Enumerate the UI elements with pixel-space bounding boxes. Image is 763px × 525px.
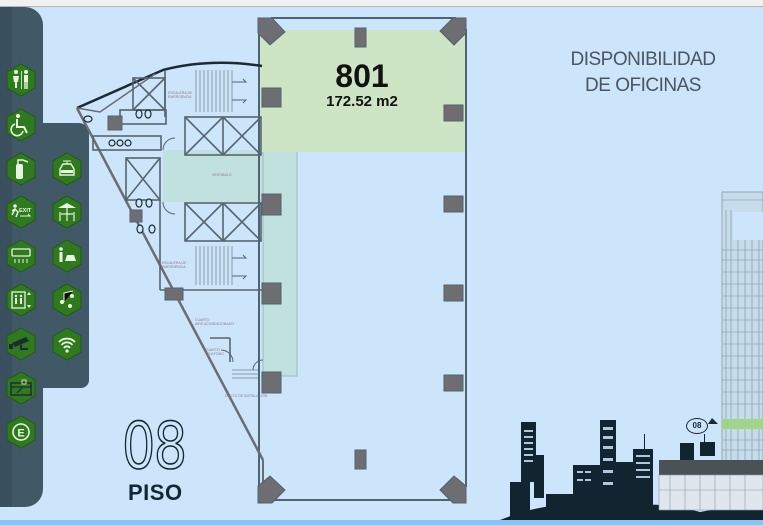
- tower-illustration: [658, 191, 763, 511]
- air-conditioning-icon[interactable]: [5, 239, 37, 273]
- fire-extinguisher-icon[interactable]: [5, 152, 37, 186]
- svg-text:VESTIBULO: VESTIBULO: [212, 173, 232, 177]
- svg-text:EMERGENCIA: EMERGENCIA: [168, 95, 192, 99]
- svg-text:CUARTO: CUARTO: [205, 348, 220, 352]
- card-access-icon[interactable]: [5, 371, 37, 405]
- svg-text:E: E: [17, 428, 24, 440]
- umbrella-table-icon[interactable]: [51, 195, 83, 229]
- valet-icon[interactable]: [51, 239, 83, 273]
- unit-number: 801: [335, 58, 389, 94]
- title-line-1: DISPONIBILIDAD: [570, 49, 716, 70]
- svg-text:ESCALERA DE: ESCALERA DE: [168, 91, 193, 95]
- unit-801-highlight: [259, 30, 465, 152]
- svg-text:DUCTO DE INSTALACION: DUCTO DE INSTALACION: [225, 394, 268, 398]
- wifi-icon[interactable]: [51, 327, 83, 361]
- music-icon[interactable]: [51, 283, 83, 317]
- floor-label: PISO: [128, 480, 183, 505]
- elevator-icon[interactable]: [5, 283, 37, 317]
- floor-availability-view: EXIT E: [0, 7, 763, 520]
- bottom-edge: [0, 520, 763, 525]
- unit-area: 172.52 m2: [326, 93, 398, 110]
- car-icon[interactable]: [51, 152, 83, 186]
- svg-text:AIRE ACONDICIONADO: AIRE ACONDICIONADO: [195, 322, 234, 326]
- svg-text:ESCALERA DE: ESCALERA DE: [162, 261, 187, 265]
- svg-text:EXIT: EXIT: [19, 208, 32, 214]
- cctv-icon[interactable]: [5, 327, 37, 361]
- svg-text:TELEFONO: TELEFONO: [205, 352, 224, 356]
- floor-08-highlight: [722, 419, 763, 429]
- top-edge: [0, 0, 763, 7]
- exit-icon[interactable]: EXIT: [5, 195, 37, 229]
- svg-text:EMERGENCIA: EMERGENCIA: [162, 265, 186, 269]
- title-line-2: DE OFICINAS: [585, 75, 701, 96]
- tower-floor-badge: 08: [686, 418, 708, 434]
- restroom-icon[interactable]: [5, 63, 37, 97]
- page-title: DISPONIBILIDAD DE OFICINAS: [548, 47, 738, 99]
- floor-number: 08: [121, 410, 187, 484]
- svg-text:CUARTO: CUARTO: [195, 318, 210, 322]
- wheelchair-icon[interactable]: [5, 108, 37, 142]
- parking-e-icon[interactable]: E: [5, 415, 37, 449]
